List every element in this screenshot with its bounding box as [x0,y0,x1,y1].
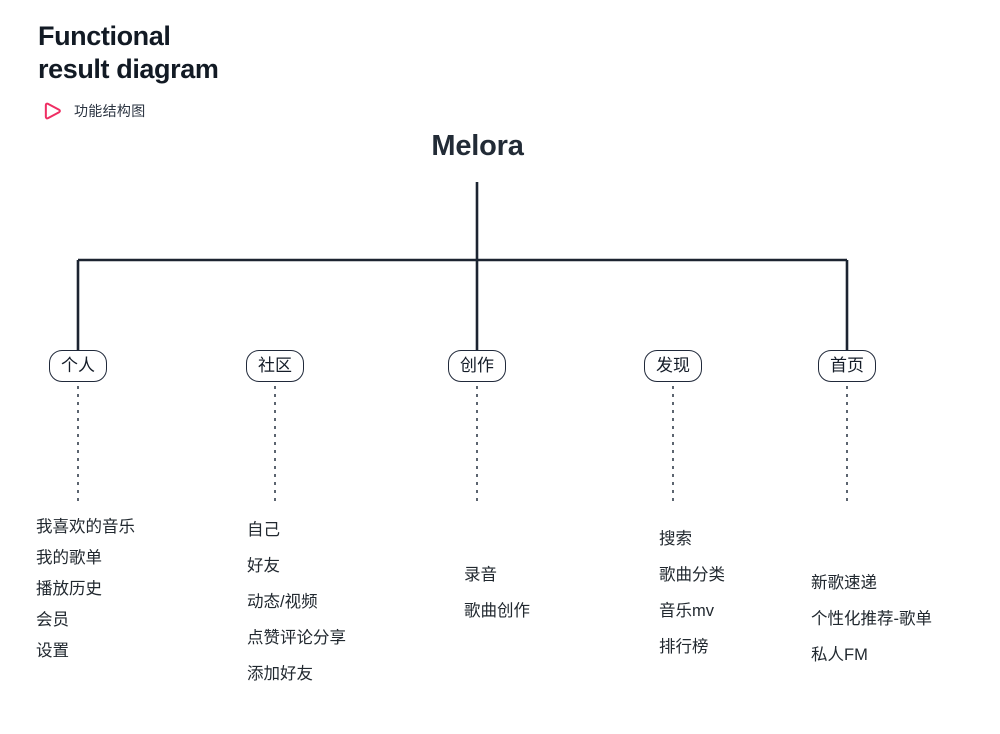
leaf-item[interactable]: 私人FM [811,646,868,664]
subtitle-label: 功能结构图 [74,103,146,119]
leaf-item[interactable]: 音乐mv [659,602,714,620]
leaf-column-discover: 搜索歌曲分类音乐mv 排行榜 [659,521,725,665]
node-label: 创作 [460,356,494,375]
leaf-item[interactable]: 排行榜 [659,638,709,656]
leaf-item[interactable]: 播放历史 [36,580,102,598]
leaf-item[interactable]: 歌曲创作 [464,602,530,620]
subtitle-row: 功能结构图 [42,100,146,122]
page-header: Functional result diagram [38,20,219,86]
node-home[interactable]: 首页 [818,350,876,383]
node-label: 首页 [830,356,864,375]
node-discover[interactable]: 发现 [644,350,702,383]
leaf-column-create: 录音歌曲创作 [464,557,530,629]
leaf-item[interactable]: 新歌速递 [811,574,877,592]
leaf-item[interactable]: 设置 [36,642,69,660]
leaf-item[interactable]: 点赞评论分享 [247,629,346,647]
leaf-item[interactable]: 录音 [464,566,497,584]
node-label: 发现 [656,356,690,375]
leaf-item[interactable]: 自己 [247,521,280,539]
node-label: 个人 [61,356,95,375]
leaf-item[interactable]: 动态/视频 [247,593,318,611]
leaf-column-home: 新歌速递个性化推荐-歌单私人FM [811,565,932,673]
leaf-item[interactable]: 歌曲分类 [659,566,725,584]
page-title: Functional result diagram [38,21,219,85]
node-label: 社区 [258,356,292,375]
leaf-item[interactable]: 添加好友 [247,665,313,683]
leaf-item[interactable]: 我喜欢的音乐 [36,518,135,536]
leaf-item[interactable]: 搜索 [659,530,692,548]
play-triangle-icon [42,100,64,122]
leaf-item[interactable]: 好友 [247,557,280,575]
node-create[interactable]: 创作 [448,350,506,383]
root-node-label: Melora [431,130,524,162]
leaf-item[interactable]: 个性化推荐-歌单 [811,610,932,628]
node-personal[interactable]: 个人 [49,350,107,383]
leaf-item[interactable]: 我的歌单 [36,549,102,567]
leaf-item[interactable]: 会员 [36,611,69,629]
leaf-column-community: 自己好友动态/视频点赞评论分享添加好友 [247,512,346,692]
leaf-column-personal: 我喜欢的音乐我的歌单播放历史会员设置 [36,512,135,667]
node-community[interactable]: 社区 [246,350,304,383]
